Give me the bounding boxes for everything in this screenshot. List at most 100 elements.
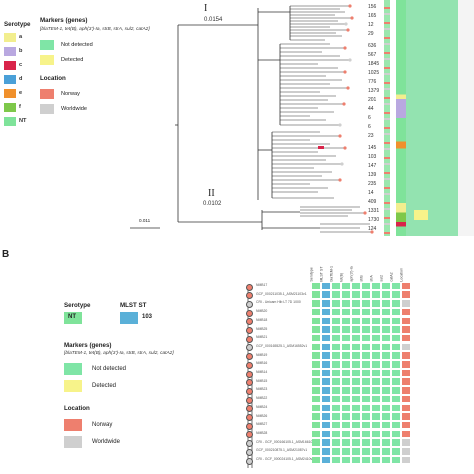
marker-columns-detected — [414, 210, 428, 220]
mlst-title: MLST ST — [120, 302, 147, 309]
matrix-cell — [362, 369, 370, 377]
matrix-cell — [362, 352, 370, 359]
matrix-cell — [312, 387, 320, 394]
clade-i-value: 0.0154 — [204, 17, 223, 23]
matrix-cell — [322, 300, 330, 307]
matrix-cell — [342, 395, 350, 403]
tip-dot — [246, 292, 253, 300]
tip-dot — [246, 405, 253, 413]
matrix-cell — [312, 308, 320, 316]
matrix-cell — [372, 456, 380, 464]
tip-dot — [246, 457, 253, 465]
matrix-cell — [372, 291, 380, 298]
matrix-cell — [342, 343, 350, 351]
matrix-cell — [312, 352, 320, 359]
matrix-cell — [362, 334, 370, 342]
location-strip — [384, 0, 390, 236]
tip-label: 29 — [368, 31, 374, 37]
tip-label: 6 — [368, 124, 371, 130]
matrix-cell — [392, 378, 400, 385]
matrix-cell — [402, 334, 410, 342]
tip-dot — [246, 422, 253, 430]
matrix-cell — [312, 300, 320, 307]
norway-label: Norway — [61, 91, 80, 97]
matrix-cell — [332, 421, 340, 429]
matrix-cell — [392, 456, 400, 464]
tip-label: NMB21 — [256, 335, 268, 340]
tip-dot — [246, 327, 253, 334]
tree-leaves — [272, 5, 372, 233]
matrix-cell — [352, 326, 360, 333]
clade-i-label: I — [204, 3, 208, 14]
tip-label: 6 — [368, 115, 371, 121]
matrix-cell — [352, 430, 360, 438]
marker-columns — [406, 0, 458, 236]
tip-label: NMB26 — [256, 413, 268, 418]
tip-label: NMB19 — [256, 352, 268, 357]
matrix-cell — [402, 404, 410, 412]
matrix-cell — [392, 308, 400, 316]
not-detected-b-label: Not detected — [92, 366, 127, 372]
tip-dot — [246, 309, 253, 317]
matrix-cell — [362, 282, 370, 290]
matrix-cell — [312, 326, 320, 333]
tip-label: NMB28 — [256, 430, 268, 435]
matrix-cell — [402, 439, 410, 446]
matrix-cell — [392, 282, 400, 290]
matrix-cell — [382, 291, 390, 298]
matrix-cell — [402, 300, 410, 307]
matrix-cell — [402, 343, 410, 351]
markers-genes-list: [blaTEM-1, tet(B), aph(3')-Ia, strB, str… — [40, 27, 150, 32]
matrix-cell — [332, 456, 340, 464]
tip-label: CRI - GCF_000024105.1_ASM2410v1 NT — [256, 457, 320, 461]
serotype-swatch-e — [4, 89, 16, 98]
matrix-cell — [332, 404, 340, 412]
tip-label: 1730 — [368, 217, 380, 223]
matrix-cell — [382, 343, 390, 351]
matrix-cell — [362, 317, 370, 325]
matrix-cell — [372, 334, 380, 342]
markers-b-title: Markers (genes) — [64, 342, 112, 349]
tip-dot — [246, 300, 253, 308]
metadata-heatmap-a — [384, 0, 474, 236]
tip-dot — [246, 431, 253, 439]
matrix-cell — [382, 300, 390, 307]
matrix-cell — [342, 430, 350, 438]
tip-label: 156 — [368, 4, 377, 10]
matrix-cell — [382, 378, 390, 385]
matrix-cell — [322, 352, 330, 359]
matrix-cell — [382, 395, 390, 403]
tip-label: 235 — [368, 181, 377, 187]
matrix-cell — [352, 291, 360, 298]
matrix-cell — [322, 291, 330, 298]
matrix-cell — [352, 352, 360, 359]
tip-label: 1025 — [368, 70, 380, 76]
serotype-swatch-nt — [4, 117, 16, 126]
matrix-cell — [332, 430, 340, 438]
panel-b-letter: B — [2, 249, 10, 260]
matrix-cell — [332, 300, 340, 307]
matrix-cell — [372, 352, 380, 359]
matrix-cell — [392, 317, 400, 325]
tip-dot — [246, 361, 253, 369]
worldwide-label: Worldwide — [61, 106, 88, 112]
tip-label: NMB25 — [256, 326, 268, 331]
markers-legend-title: Markers (genes) — [40, 17, 88, 24]
matrix-cell — [342, 439, 350, 446]
matrix-cell — [352, 448, 360, 455]
serotype-label-c: c — [19, 62, 23, 68]
matrix-cell — [382, 413, 390, 420]
tip-label: NMB17 — [256, 283, 268, 287]
tip-label: 567 — [368, 52, 377, 58]
matrix-cell — [332, 395, 340, 403]
matrix-cell — [312, 282, 320, 290]
heatmap-right-edge — [458, 0, 474, 236]
matrix-cell — [372, 421, 380, 429]
tip-label: NMB23 — [256, 387, 268, 392]
matrix-cell — [352, 456, 360, 464]
matrix-cell — [332, 343, 340, 351]
matrix-cell — [362, 326, 370, 333]
matrix-cell — [312, 395, 320, 403]
matrix-cell — [362, 343, 370, 351]
matrix-cell — [382, 308, 390, 316]
